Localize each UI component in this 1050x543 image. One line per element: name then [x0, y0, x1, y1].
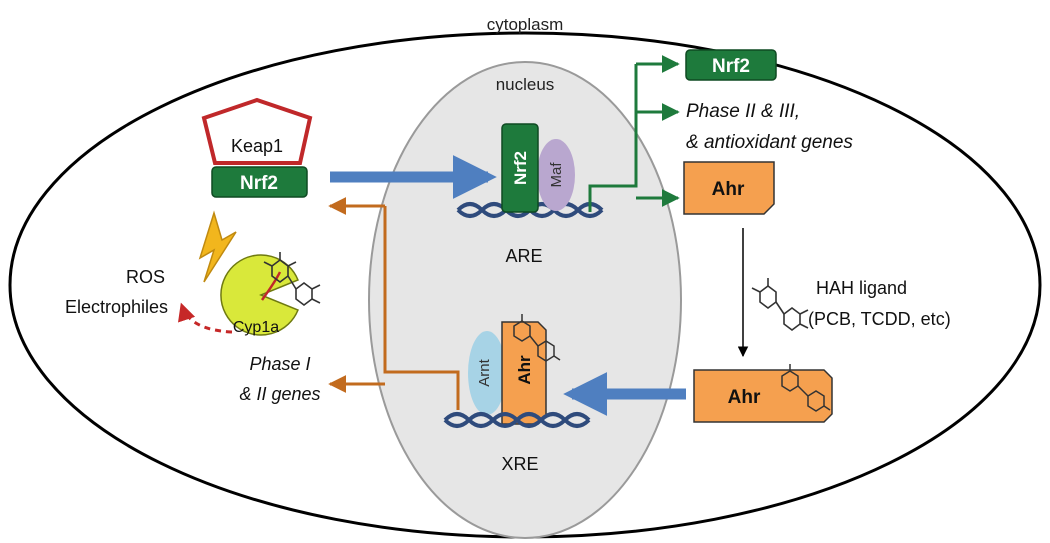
ahr-output-box	[683, 161, 775, 215]
nrf2-cytoplasmic-label: Nrf2	[240, 173, 278, 194]
ahr-output-label: Ahr	[712, 179, 745, 200]
xre-dna-helix	[443, 412, 591, 428]
nuclear-bound-ligand-icon	[513, 314, 561, 362]
nrf2-output-box	[685, 49, 777, 81]
ahr-ligand-complex-label: Ahr	[728, 387, 761, 408]
ahr-nuclear-label: Ahr	[515, 355, 534, 385]
ros-label: ROS	[126, 267, 165, 287]
cytoplasm-label: cytoplasm	[487, 15, 564, 34]
arnt-label: Arnt	[476, 358, 493, 386]
phase2-genes-label-line1: Phase II & III,	[686, 101, 800, 122]
keap1-label: Keap1	[231, 136, 283, 156]
nucleus-label: nucleus	[496, 75, 555, 94]
hah-ligand-label-line1: HAH ligand	[816, 278, 907, 298]
ahr-ligand-complex-box	[693, 369, 833, 423]
maf-protein	[537, 139, 575, 211]
keap1-pentagon	[201, 97, 313, 165]
cyp1a-to-ros-dashed-arrow	[178, 302, 233, 334]
hah-ligand-molecule-icon	[751, 278, 809, 331]
nrf2-cytoplasmic-box	[211, 166, 308, 198]
phase1-genes-label-line2: & II genes	[239, 384, 320, 404]
nrf2-nuclear-label: Nrf2	[511, 151, 530, 185]
are-output-line	[588, 64, 638, 212]
are-label: ARE	[505, 246, 542, 266]
hah-molecule-icon	[263, 252, 321, 306]
ros-lightning-bolt-icon	[198, 210, 237, 283]
xre-output-line	[383, 206, 460, 410]
nrf2-output-label: Nrf2	[712, 56, 750, 77]
electrophiles-label: Electrophiles	[65, 297, 168, 317]
xre-label: XRE	[501, 454, 538, 474]
phase1-genes-label-line1: Phase I	[249, 354, 310, 374]
hah-ligand-label-line2: (PCB, TCDD, etc)	[808, 309, 951, 329]
nrf2-nuclear-box	[501, 123, 539, 213]
bound-ligand-icon	[781, 364, 831, 412]
phase2-genes-label-line2: & antioxidant genes	[686, 132, 853, 153]
cyp1a-substrate-link	[260, 271, 282, 301]
cyp1a-label: Cyp1a	[233, 319, 279, 336]
maf-label: Maf	[548, 162, 565, 188]
arnt-protein	[468, 331, 506, 415]
